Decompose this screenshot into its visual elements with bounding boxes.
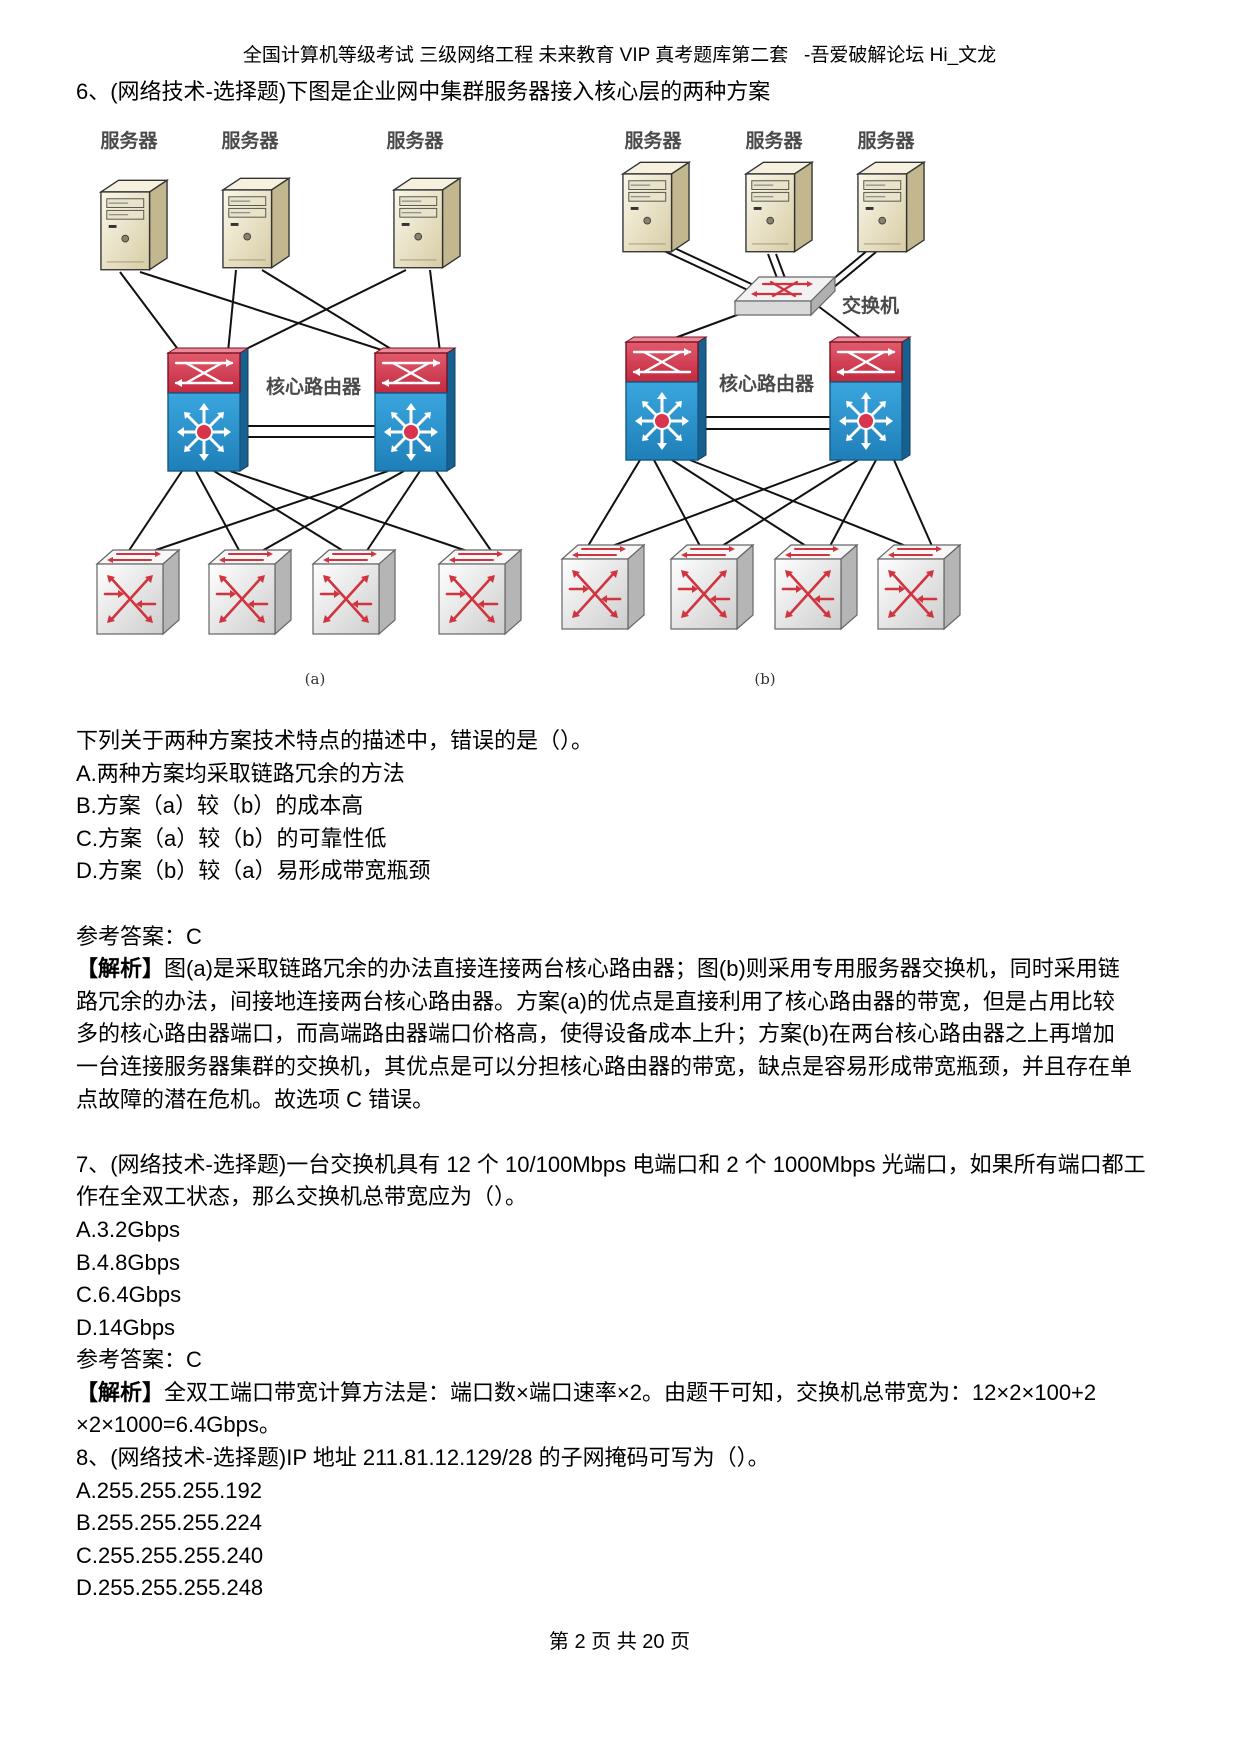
link-line	[229, 470, 471, 553]
question-6-option-b: B.方案（a）较（b）的成本高	[76, 793, 364, 819]
link-line	[829, 459, 877, 547]
link-line	[429, 269, 441, 353]
server-icon	[745, 161, 813, 253]
question-8-option-c: C.255.255.255.240	[76, 1542, 264, 1568]
server-icon	[222, 177, 290, 269]
question-6-analysis-line: 点故障的潜在危机。故选项 C 错误。	[76, 1086, 435, 1112]
question-7-answer: 参考答案：C	[76, 1347, 202, 1373]
analysis-label: 【解析】	[76, 1379, 165, 1405]
question-6-stem: 下列关于两种方案技术特点的描述中，错误的是（）。	[76, 728, 594, 753]
server-label: 服务器	[100, 129, 158, 152]
question-7-analysis-line: 【解析】全双工端口带宽计算方法是：端口数×端口速率×2。由题干可知，交换机总带宽…	[76, 1377, 1166, 1410]
figure-caption-a: (a)	[305, 670, 326, 688]
question-8-option-a: A.255.255.255.192	[76, 1477, 262, 1503]
question-6-option-d: D.方案（b）较（a）易形成带宽瓶颈	[76, 858, 431, 884]
router-interconnect-links	[706, 416, 830, 430]
link-line	[119, 271, 181, 353]
question-7-option-b: B.4.8Gbps	[76, 1249, 180, 1275]
link-line	[671, 459, 807, 547]
access-switch-icon	[437, 548, 523, 636]
question-6-answer: 参考答案：C	[76, 923, 202, 949]
server-icon	[100, 179, 168, 271]
link-line	[669, 245, 761, 289]
core-router-icon	[624, 336, 708, 462]
figure-caption-b: (b)	[754, 670, 775, 688]
question-6-analysis-line: 一台连接服务器集群的交换机，其优点是可以分担核心路由器的带宽，缺点是容易形成带宽…	[76, 1053, 1133, 1079]
link-line	[587, 459, 641, 547]
question-7-title: 作在全双工状态，那么交换机总带宽应为（）。	[76, 1184, 528, 1210]
access-switch-icon	[311, 548, 397, 636]
link-line	[139, 271, 389, 353]
access-switch-icon	[95, 548, 181, 636]
link-line	[195, 470, 241, 553]
core-router-icon	[166, 347, 250, 473]
question-7-option-a: A.3.2Gbps	[76, 1216, 180, 1242]
server-label: 服务器	[857, 129, 915, 152]
core-router-label: 核心路由器	[266, 375, 362, 398]
switch-label: 交换机	[842, 294, 899, 317]
link-line	[435, 470, 493, 553]
question-7-analysis-line: ×2×1000=6.4Gbps。	[76, 1412, 281, 1438]
question-content: 下列关于两种方案技术特点的描述中，错误的是（）。 A.两种方案均采取链路冗余的方…	[76, 725, 1166, 1605]
question-7-option-d: D.14Gbps	[76, 1314, 176, 1340]
link-line	[213, 470, 346, 553]
router-switch-links	[587, 459, 933, 547]
question-6-option-c: C.方案（a）较（b）的可靠性低	[76, 825, 387, 851]
figure-a: 服务器 服务器 服务器 核心路由器 (a)	[95, 129, 523, 688]
link-line	[661, 249, 753, 293]
link-line	[227, 269, 237, 353]
link-line	[127, 470, 183, 553]
server-icon	[622, 161, 690, 253]
access-switch-icon	[876, 543, 962, 631]
page-header: 全国计算机等级考试 三级网络工程 未来教育 VIP 真考题库第二套 -吾爱破解论…	[242, 45, 997, 66]
link-line	[259, 470, 405, 553]
blank-line	[76, 1116, 1166, 1149]
question-8-title: 8、(网络技术-选择题)IP 地址 211.81.12.129/28 的子网掩码…	[76, 1445, 770, 1471]
link-line	[261, 269, 397, 353]
link-line	[721, 459, 859, 547]
access-switch-icon	[669, 543, 755, 631]
link-line	[365, 470, 421, 553]
server-icon	[393, 177, 461, 269]
question-6-analysis-line: 路冗余的办法，间接地连接两台核心路由器。方案(a)的优点是直接利用了核心路由器的…	[76, 988, 1115, 1014]
link-line	[689, 459, 907, 547]
server-label: 服务器	[624, 129, 682, 152]
question-7-title: 7、(网络技术-选择题)一台交换机具有 12 个 10/100Mbps 电端口和…	[76, 1151, 1146, 1177]
analysis-label: 【解析】	[76, 956, 165, 982]
blank-line	[76, 888, 1166, 921]
router-interconnect-links	[248, 425, 375, 438]
question-6-option-a: A.两种方案均采取链路冗余的方法	[76, 760, 405, 786]
core-router-icon	[828, 336, 912, 462]
link-line	[149, 470, 389, 553]
question-8-option-b: B.255.255.255.224	[76, 1510, 262, 1536]
link-line	[893, 459, 933, 547]
question-6-title: 6、(网络技术-选择题)下图是企业网中集群服务器接入核心层的两种方案	[76, 79, 771, 104]
link-line	[239, 269, 407, 353]
server-label: 服务器	[386, 129, 444, 152]
question-6-analysis-line: 【解析】图(a)是采取链路冗余的办法直接连接两台核心路由器；图(b)则采用专用服…	[76, 953, 1166, 986]
link-line	[653, 459, 701, 547]
analysis-text: 图(a)是采取链路冗余的办法直接连接两台核心路由器；图(b)则采用专用服务器交换…	[164, 956, 1120, 982]
link-line	[817, 305, 867, 343]
question-7-option-c: C.6.4Gbps	[76, 1282, 182, 1308]
page-number: 第 2 页 共 20 页	[548, 1631, 691, 1653]
server-label: 服务器	[221, 129, 279, 152]
network-diagram-figure: 服务器 服务器 服务器 核心路由器 (a)	[95, 129, 962, 688]
core-router-label: 核心路由器	[719, 372, 815, 395]
router-switch-links	[127, 470, 493, 553]
link-line	[827, 251, 877, 293]
figure-b: 服务器 服务器 服务器 交换机 核心路由器 (b)	[560, 129, 962, 688]
link-line	[611, 459, 843, 547]
access-switch-icon	[773, 543, 859, 631]
question-8-option-d: D.255.255.255.248	[76, 1575, 264, 1601]
server-icon	[857, 161, 925, 253]
access-switch-icon	[207, 548, 293, 636]
server-router-links	[119, 269, 441, 353]
core-router-icon	[373, 347, 457, 473]
analysis-text: 全双工端口带宽计算方法是：端口数×端口速率×2。由题干可知，交换机总带宽为：12…	[164, 1379, 1097, 1405]
access-switch-icon	[560, 543, 646, 631]
server-label: 服务器	[745, 129, 803, 152]
question-6-analysis-line: 多的核心路由器端口，而高端路由器端口价格高，使得设备成本上升；方案(b)在两台核…	[76, 1021, 1115, 1047]
